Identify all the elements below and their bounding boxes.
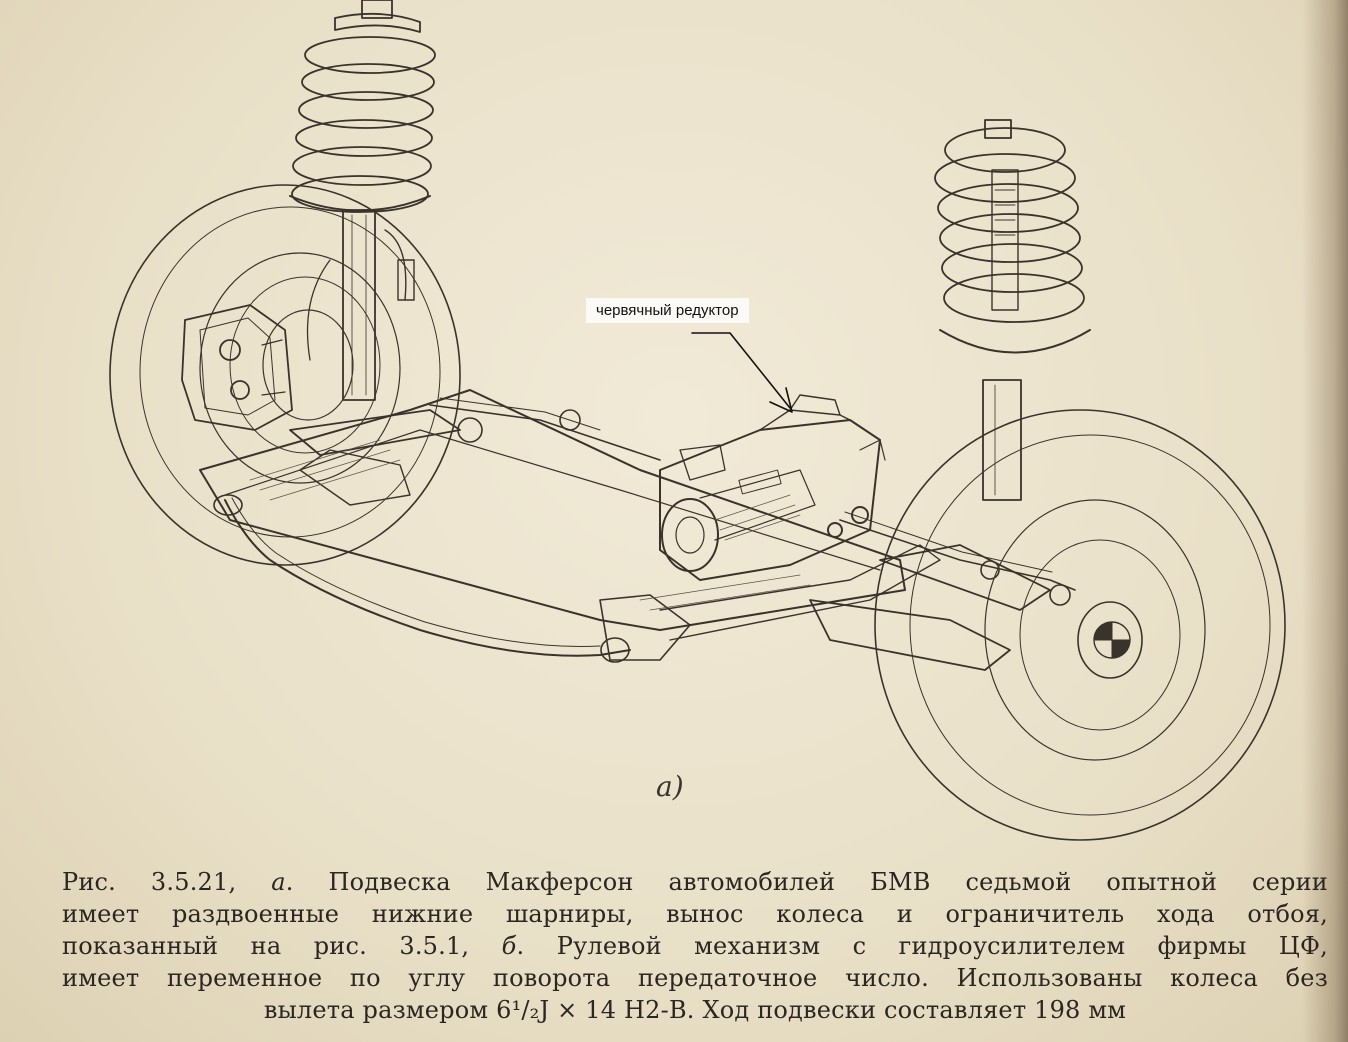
stabilizer-bar [213, 494, 631, 663]
suspension-drawing [109, 0, 1286, 841]
right-wheel [874, 409, 1286, 841]
left-brake-caliper [181, 304, 293, 431]
caption-line-5: вылета размером 6¹/₂J × 14 H2-B. Ход под… [263, 996, 1127, 1024]
right-strut [934, 119, 1091, 501]
caption-line-1: Рис. 3.5.21, а. Подвеска Макферсон автом… [62, 868, 1328, 896]
steering-linkage [429, 397, 1076, 606]
left-strut [289, 0, 436, 401]
page-binding-shadow [1302, 0, 1348, 1042]
figure-caption: Рис. 3.5.21, а. Подвеска Макферсон автом… [62, 866, 1328, 1026]
worm-gear-callout-text: червячный редуктор [596, 302, 739, 319]
caption-line-4: имеет переменное по углу поворота переда… [62, 964, 1328, 992]
steering-gearbox [659, 394, 886, 581]
left-wheel [109, 184, 461, 566]
caption-line-3: показанный на рис. 3.5.1, б. Рулевой мех… [62, 932, 1329, 960]
subframe [199, 389, 941, 661]
subfigure-label: а) [656, 770, 684, 803]
caption-line-2: имеет раздвоенные нижние шарниры, вынос … [62, 900, 1328, 928]
shading-lines [249, 439, 811, 611]
lower-control-arms [289, 409, 1051, 671]
annotation-arrow [691, 332, 793, 413]
worm-gear-callout: червячный редуктор [586, 298, 749, 323]
suspension-illustration [109, 0, 1286, 841]
